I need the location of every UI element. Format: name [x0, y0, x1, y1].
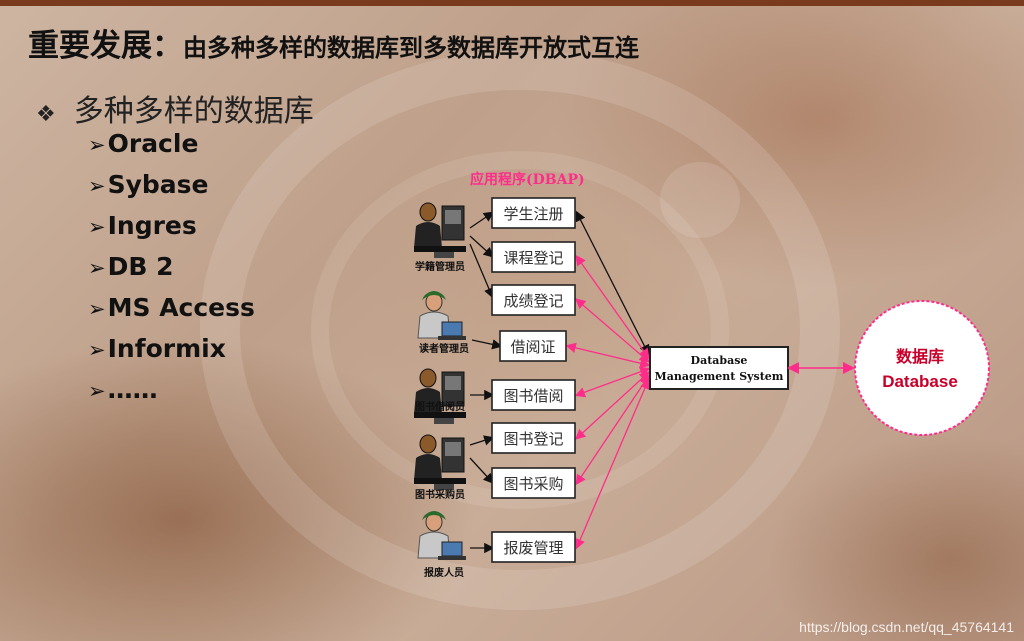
dbms-label-line2: Management System: [655, 370, 784, 383]
app-header-label: 应用程序(DBAP): [470, 171, 585, 188]
database-name: MS Access: [107, 293, 255, 322]
app-box: [491, 284, 576, 316]
app-box-label: 借阅证: [510, 338, 555, 356]
main-bullet-text: 多种多样的数据库: [73, 94, 314, 129]
role-label: 学籍管理员: [415, 260, 465, 273]
app-dbms-arrow: [575, 254, 650, 360]
computer-user-icon: [414, 434, 466, 490]
role-label: 图书采购员: [415, 488, 465, 501]
main-bullet: ❖ 多种多样的数据库: [36, 86, 314, 130]
app-box: [491, 241, 576, 273]
app-box: [491, 531, 576, 563]
arrow-bullet-icon: ➢: [88, 133, 106, 157]
arrow-bullet-icon: ➢: [88, 174, 106, 198]
diamond-bullet-icon: ❖: [36, 102, 56, 127]
user-app-arrow: [469, 457, 494, 484]
app-box: [491, 422, 576, 454]
arrow-bullet-icon: ➢: [88, 256, 106, 280]
title-sub: 由多种多样的数据库到多数据库开放式互连: [183, 34, 639, 62]
database-name: ……: [107, 375, 158, 404]
app-box-label: 图书采购: [503, 475, 563, 493]
arrow-bullet-icon: ➢: [88, 215, 106, 239]
arrow-bullet-icon: ➢: [88, 297, 106, 321]
dbms-box: [649, 346, 789, 390]
app-box: [491, 467, 576, 499]
arrow-bullet-icon: ➢: [88, 338, 106, 362]
role-label: 报废人员: [424, 566, 464, 579]
database-name: Sybase: [107, 170, 209, 199]
database-list: ➢Oracle➢Sybase➢Ingres➢DB 2➢MS Access➢Inf…: [88, 127, 255, 414]
app-dbms-arrow: [575, 378, 650, 550]
computer-user-icon: [414, 368, 466, 424]
database-name: DB 2: [107, 252, 174, 281]
user-app-arrow: [471, 339, 503, 350]
role-label: 读者管理员: [419, 342, 469, 355]
database-list-item: ➢Sybase: [88, 168, 255, 209]
app-box: [499, 330, 567, 362]
app-dbms-arrow: [575, 210, 650, 356]
app-box-label: 图书登记: [503, 430, 563, 448]
top-accent-bar: [0, 0, 1024, 6]
laptop-user-icon: [417, 291, 466, 340]
app-dbms-arrow: [575, 374, 650, 486]
user-app-arrow: [469, 211, 495, 229]
app-box: [491, 379, 576, 411]
app-dbms-arrow: [565, 342, 651, 369]
laptop-user-icon: [417, 511, 466, 560]
database-list-item: ➢……: [88, 373, 255, 414]
database-name: Informix: [107, 334, 226, 363]
app-box-label: 成绩登记: [503, 292, 563, 310]
app-box: [491, 197, 576, 229]
database-label-cn: 数据库: [896, 347, 944, 366]
database-list-item: ➢Oracle: [88, 127, 255, 168]
database-list-item: ➢MS Access: [88, 291, 255, 332]
slide-title: 重要发展：由多种多样的数据库到多数据库开放式互连: [28, 20, 639, 65]
role-label: 图书借阅员: [415, 400, 465, 413]
app-box-label: 报废管理: [503, 539, 563, 557]
arrow-bullet-icon: ➢: [88, 379, 106, 403]
user-app-arrow: [469, 235, 494, 258]
computer-user-icon: [414, 202, 466, 258]
database-name: Oracle: [107, 129, 199, 158]
database-list-item: ➢Ingres: [88, 209, 255, 250]
app-box-label: 图书借阅: [503, 387, 563, 405]
title-main: 重要发展：: [28, 28, 183, 64]
database-list-item: ➢DB 2: [88, 250, 255, 291]
app-dbms-arrow: [575, 298, 650, 363]
watermark-url: https://blog.csdn.net/qq_45764141: [799, 619, 1014, 635]
database-name: Ingres: [107, 211, 197, 240]
database-label-en: Database: [882, 372, 958, 391]
app-box-label: 学生注册: [503, 205, 563, 223]
app-box-label: 课程登记: [503, 249, 563, 267]
user-app-arrow: [469, 435, 495, 446]
dbms-label-line1: Database: [691, 354, 748, 367]
database-list-item: ➢Informix: [88, 332, 255, 373]
database-circle: [854, 300, 990, 436]
user-app-arrow: [469, 243, 494, 299]
